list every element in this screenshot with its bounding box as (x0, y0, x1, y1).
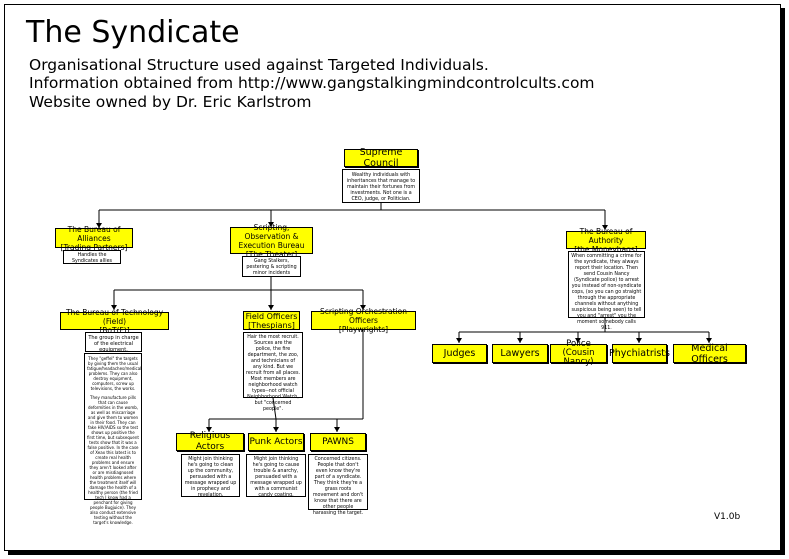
subtitle-line-2: Information obtained from http://www.gan… (29, 74, 595, 92)
diagram-title: The Syndicate (26, 15, 240, 50)
supreme-council-note: Wealthy individuals with inheritances th… (342, 169, 420, 203)
theater-line-1: Scripting, Observation & (244, 222, 299, 241)
technology-line-1: The Bureau of Technology (Field) (65, 307, 164, 326)
medical-officers-node: Medical Officers (673, 342, 746, 365)
punk-actors-note: Might join thinking he's going to cause … (246, 454, 306, 498)
technology-detail-note: They "geffel" the targets by giving them… (84, 353, 142, 525)
subtitle-line-3: Website owned by Dr. Eric Karlstrom (29, 93, 312, 111)
lawyers-node: Lawyers (492, 344, 548, 363)
police-line-1: Police (566, 339, 591, 349)
version-label: V1.0b (714, 512, 741, 522)
punk-actors-node: Punk Actors (248, 433, 304, 451)
psychiatrists-label: Phychiatrists (609, 348, 670, 359)
technology-detail-para-1: They "geffel" the targets by giving them… (87, 356, 142, 391)
field-officers-note: Hair the most recruit. Sources are the p… (243, 332, 303, 412)
field-officers-line-2: [Thespians] (248, 320, 295, 330)
judges-label: Judges (443, 348, 476, 359)
religious-actors-label: Religious Actors (189, 431, 231, 452)
alliances-line-2: [Trading Partners] (60, 242, 128, 252)
moneybags-line-1: The Bureau of Authority (579, 226, 633, 245)
moneybags-line-2: [the Moneybags] (574, 244, 638, 254)
pawns-note: Concerned citizens. People that don't ev… (308, 454, 368, 516)
theater-line-2: Execution Bureau (238, 240, 305, 250)
bureau-of-alliances-node: The Bureau of Alliances [Trading Partner… (55, 224, 133, 252)
moneybags-note: When committing a crime for the syndicat… (568, 251, 645, 331)
supreme-council-label: Supreme Council (359, 147, 403, 169)
pawns-node: PAWNS (310, 433, 366, 451)
technology-line-2: [BoT(F)] (99, 325, 130, 335)
religious-actors-note: Might join thinking he's going to clean … (181, 454, 240, 498)
police-node: Police (Cousin Nancy) (550, 340, 607, 367)
alliances-line-1: The Bureau of Alliances (67, 224, 121, 243)
technology-note: The group in charge of the electrical eq… (85, 332, 142, 353)
playwrights-node: Scripting Orchestration Officers [Playwr… (311, 307, 416, 334)
theater-note: Gang Stalkers, pestering & scripting min… (242, 256, 301, 277)
judges-node: Judges (432, 344, 487, 363)
field-officers-line-1: Field Officers (245, 311, 298, 321)
medical-officers-label: Medical Officers (691, 342, 728, 365)
lawyers-label: Lawyers (500, 348, 540, 359)
technology-detail-para-2: They manufacture pills that can cause de… (87, 395, 139, 525)
playwrights-line-2: [Playwrights] (338, 325, 389, 334)
pawns-label: PAWNS (322, 436, 354, 447)
punk-actors-label: Punk Actors (249, 436, 303, 447)
religious-actors-node: Religious Actors (176, 431, 244, 452)
playwrights-line-1: Scripting Orchestration Officers (320, 307, 407, 325)
police-line-2: (Cousin Nancy) (562, 348, 595, 367)
field-officers-node: Field Officers [Thespians] (243, 311, 300, 330)
alliances-note: Handles the Syndicates allies (63, 250, 121, 264)
supreme-council-node: Supreme Council (344, 147, 418, 169)
theater-line-3: [The Theater] (245, 249, 298, 259)
bureau-of-technology-node: The Bureau of Technology (Field) [BoT(F)… (60, 308, 169, 335)
psychiatrists-node: Phychiatrists (609, 344, 670, 363)
subtitle-line-1: Organisational Structure used against Ta… (29, 56, 489, 74)
bureau-of-authority-node: The Bureau of Authority [the Moneybags] (566, 227, 646, 254)
theater-bureau-node: Scripting, Observation & Execution Burea… (230, 223, 313, 259)
